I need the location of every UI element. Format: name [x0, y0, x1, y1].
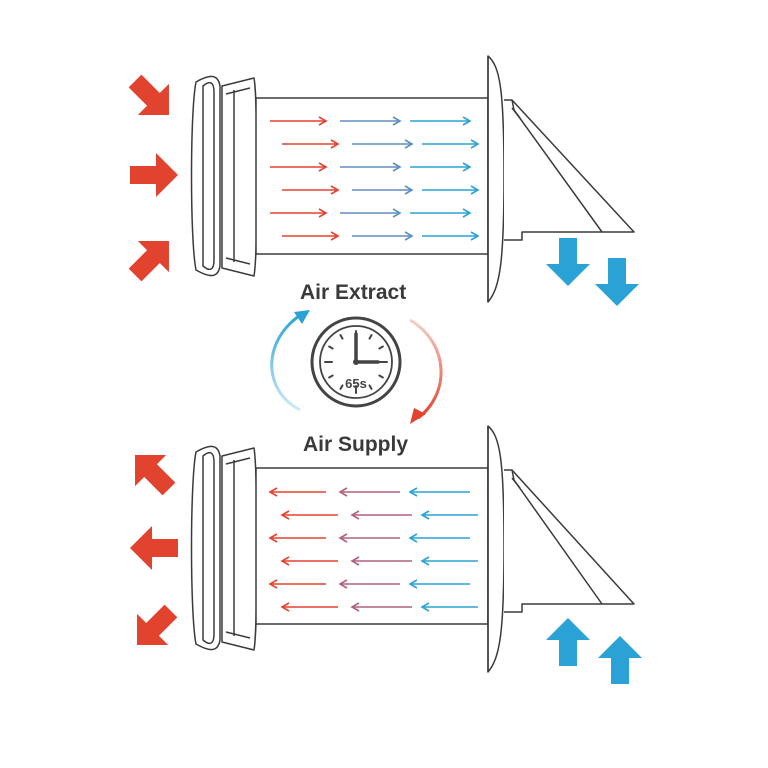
flow-arrow-right-head	[404, 139, 414, 149]
clock-tick	[378, 345, 384, 350]
flow-arrow-left-head	[280, 510, 290, 520]
flow-arrow-left-head	[338, 579, 348, 589]
flow-arrow-right-head	[392, 162, 402, 172]
clock-icon	[310, 316, 402, 408]
flow-arrow-left-head	[268, 579, 278, 589]
clock-tick	[368, 334, 373, 340]
flow-arrow-right-head	[318, 162, 328, 172]
flow-arrow-left-head	[420, 602, 430, 612]
flow-arrow-right-head	[318, 208, 328, 218]
clock-tick	[339, 384, 344, 390]
air-extract-label: Air Extract	[300, 281, 407, 304]
blue-arrow-icon	[546, 238, 590, 286]
flow-arrow-right-head	[392, 208, 402, 218]
flow-arrow-left-head	[350, 556, 360, 566]
cycle-time-label: 65s	[345, 376, 367, 391]
red-arrow-icon	[130, 153, 178, 197]
flow-arrow-right-head	[330, 231, 340, 241]
flow-arrow-right-head	[462, 116, 472, 126]
red-arrow-icon	[119, 439, 185, 505]
extract-unit	[190, 55, 635, 303]
flow-arrow-right-head	[470, 139, 480, 149]
flow-arrow-left-head	[280, 556, 290, 566]
clock-tick	[328, 345, 334, 350]
red-arrow-icon	[119, 225, 185, 291]
clock-tick	[328, 374, 334, 379]
flow-arrow-left-head	[350, 602, 360, 612]
flow-arrow-left-head	[350, 510, 360, 520]
flow-arrow-left-head	[420, 510, 430, 520]
clock-tick	[378, 374, 384, 379]
flow-arrow-left-head	[420, 556, 430, 566]
flow-arrow-left-head	[408, 579, 418, 589]
red-arrow-icon	[130, 526, 178, 570]
clock-tick	[368, 384, 373, 390]
red-arrow-icon	[121, 595, 187, 661]
flow-arrow-left-head	[408, 533, 418, 543]
flow-arrow-left-head	[280, 602, 290, 612]
flow-arrow-right-head	[404, 231, 414, 241]
supply-flow-arrows	[268, 487, 478, 612]
cycle-arrows-icon	[270, 310, 443, 424]
flow-arrow-right-head	[330, 185, 340, 195]
clock-tick	[339, 334, 344, 340]
red-arrow-icon	[119, 65, 185, 131]
flow-arrow-left-head	[268, 487, 278, 497]
flow-arrow-right-head	[404, 185, 414, 195]
flow-arrow-right-head	[462, 208, 472, 218]
flow-arrow-right-head	[462, 162, 472, 172]
blue-arrow-icon	[595, 258, 639, 306]
flow-arrow-left-head	[338, 487, 348, 497]
flow-arrow-left-head	[408, 487, 418, 497]
blue-arrow-icon	[598, 636, 642, 684]
air-supply-label: Air Supply	[303, 433, 409, 456]
supply-unit	[190, 425, 635, 673]
flow-arrow-left-head	[338, 533, 348, 543]
flow-arrow-right-head	[330, 139, 340, 149]
flow-arrow-right-head	[392, 116, 402, 126]
flow-arrow-right-head	[318, 116, 328, 126]
flow-arrow-right-head	[470, 231, 480, 241]
blue-arrow-icon	[546, 618, 590, 666]
flow-arrow-left-head	[268, 533, 278, 543]
extract-flow-arrows	[270, 116, 480, 241]
flow-arrow-right-head	[470, 185, 480, 195]
